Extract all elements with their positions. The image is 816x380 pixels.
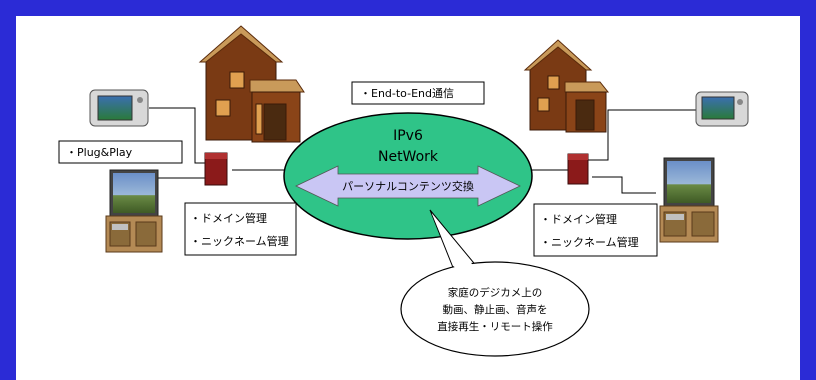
right-tv-icon [659, 157, 719, 243]
network-title-line1: IPv6 [393, 128, 423, 144]
line-right-camera-router [585, 109, 697, 161]
right-management-box: ・ドメイン管理 ・ニックネーム管理 [533, 203, 658, 257]
network-title-line2: NetWork [378, 149, 439, 165]
left-house-icon [198, 25, 305, 143]
line-left-camera-router [149, 107, 212, 164]
speech-bubble [400, 209, 590, 357]
end-to-end-box: ・End-to-End通信 [351, 81, 485, 105]
bubble-line2: 動画、静止画、音声を [443, 303, 548, 316]
line-right-tv-router [592, 176, 656, 194]
exchange-double-arrow [295, 165, 521, 207]
right-router-icon [567, 153, 589, 185]
left-router-icon [204, 152, 228, 186]
connection-lines [149, 107, 697, 194]
bubble-line1: 家庭のデジカメ上の [448, 286, 543, 299]
right-house-icon [523, 39, 610, 133]
bubble-line3: 直接再生・リモート操作 [437, 320, 553, 333]
left-domain-label: ・ドメイン管理 [190, 211, 267, 225]
plug-play-box: ・Plug&Play [58, 140, 183, 164]
left-camera-icon [89, 89, 149, 127]
right-nickname-label: ・ニックネーム管理 [540, 235, 639, 249]
exchange-arrow-label: パーソナルコンテンツ交換 [342, 179, 474, 193]
plug-play-label: ・Plug&Play [66, 146, 133, 159]
left-management-box: ・ドメイン管理 ・ニックネーム管理 [184, 202, 297, 256]
left-tv-icon [105, 169, 163, 253]
left-nickname-label: ・ニックネーム管理 [190, 234, 289, 248]
end-to-end-label: ・End-to-End通信 [360, 87, 454, 100]
right-domain-label: ・ドメイン管理 [540, 212, 617, 226]
right-camera-icon [695, 91, 749, 127]
